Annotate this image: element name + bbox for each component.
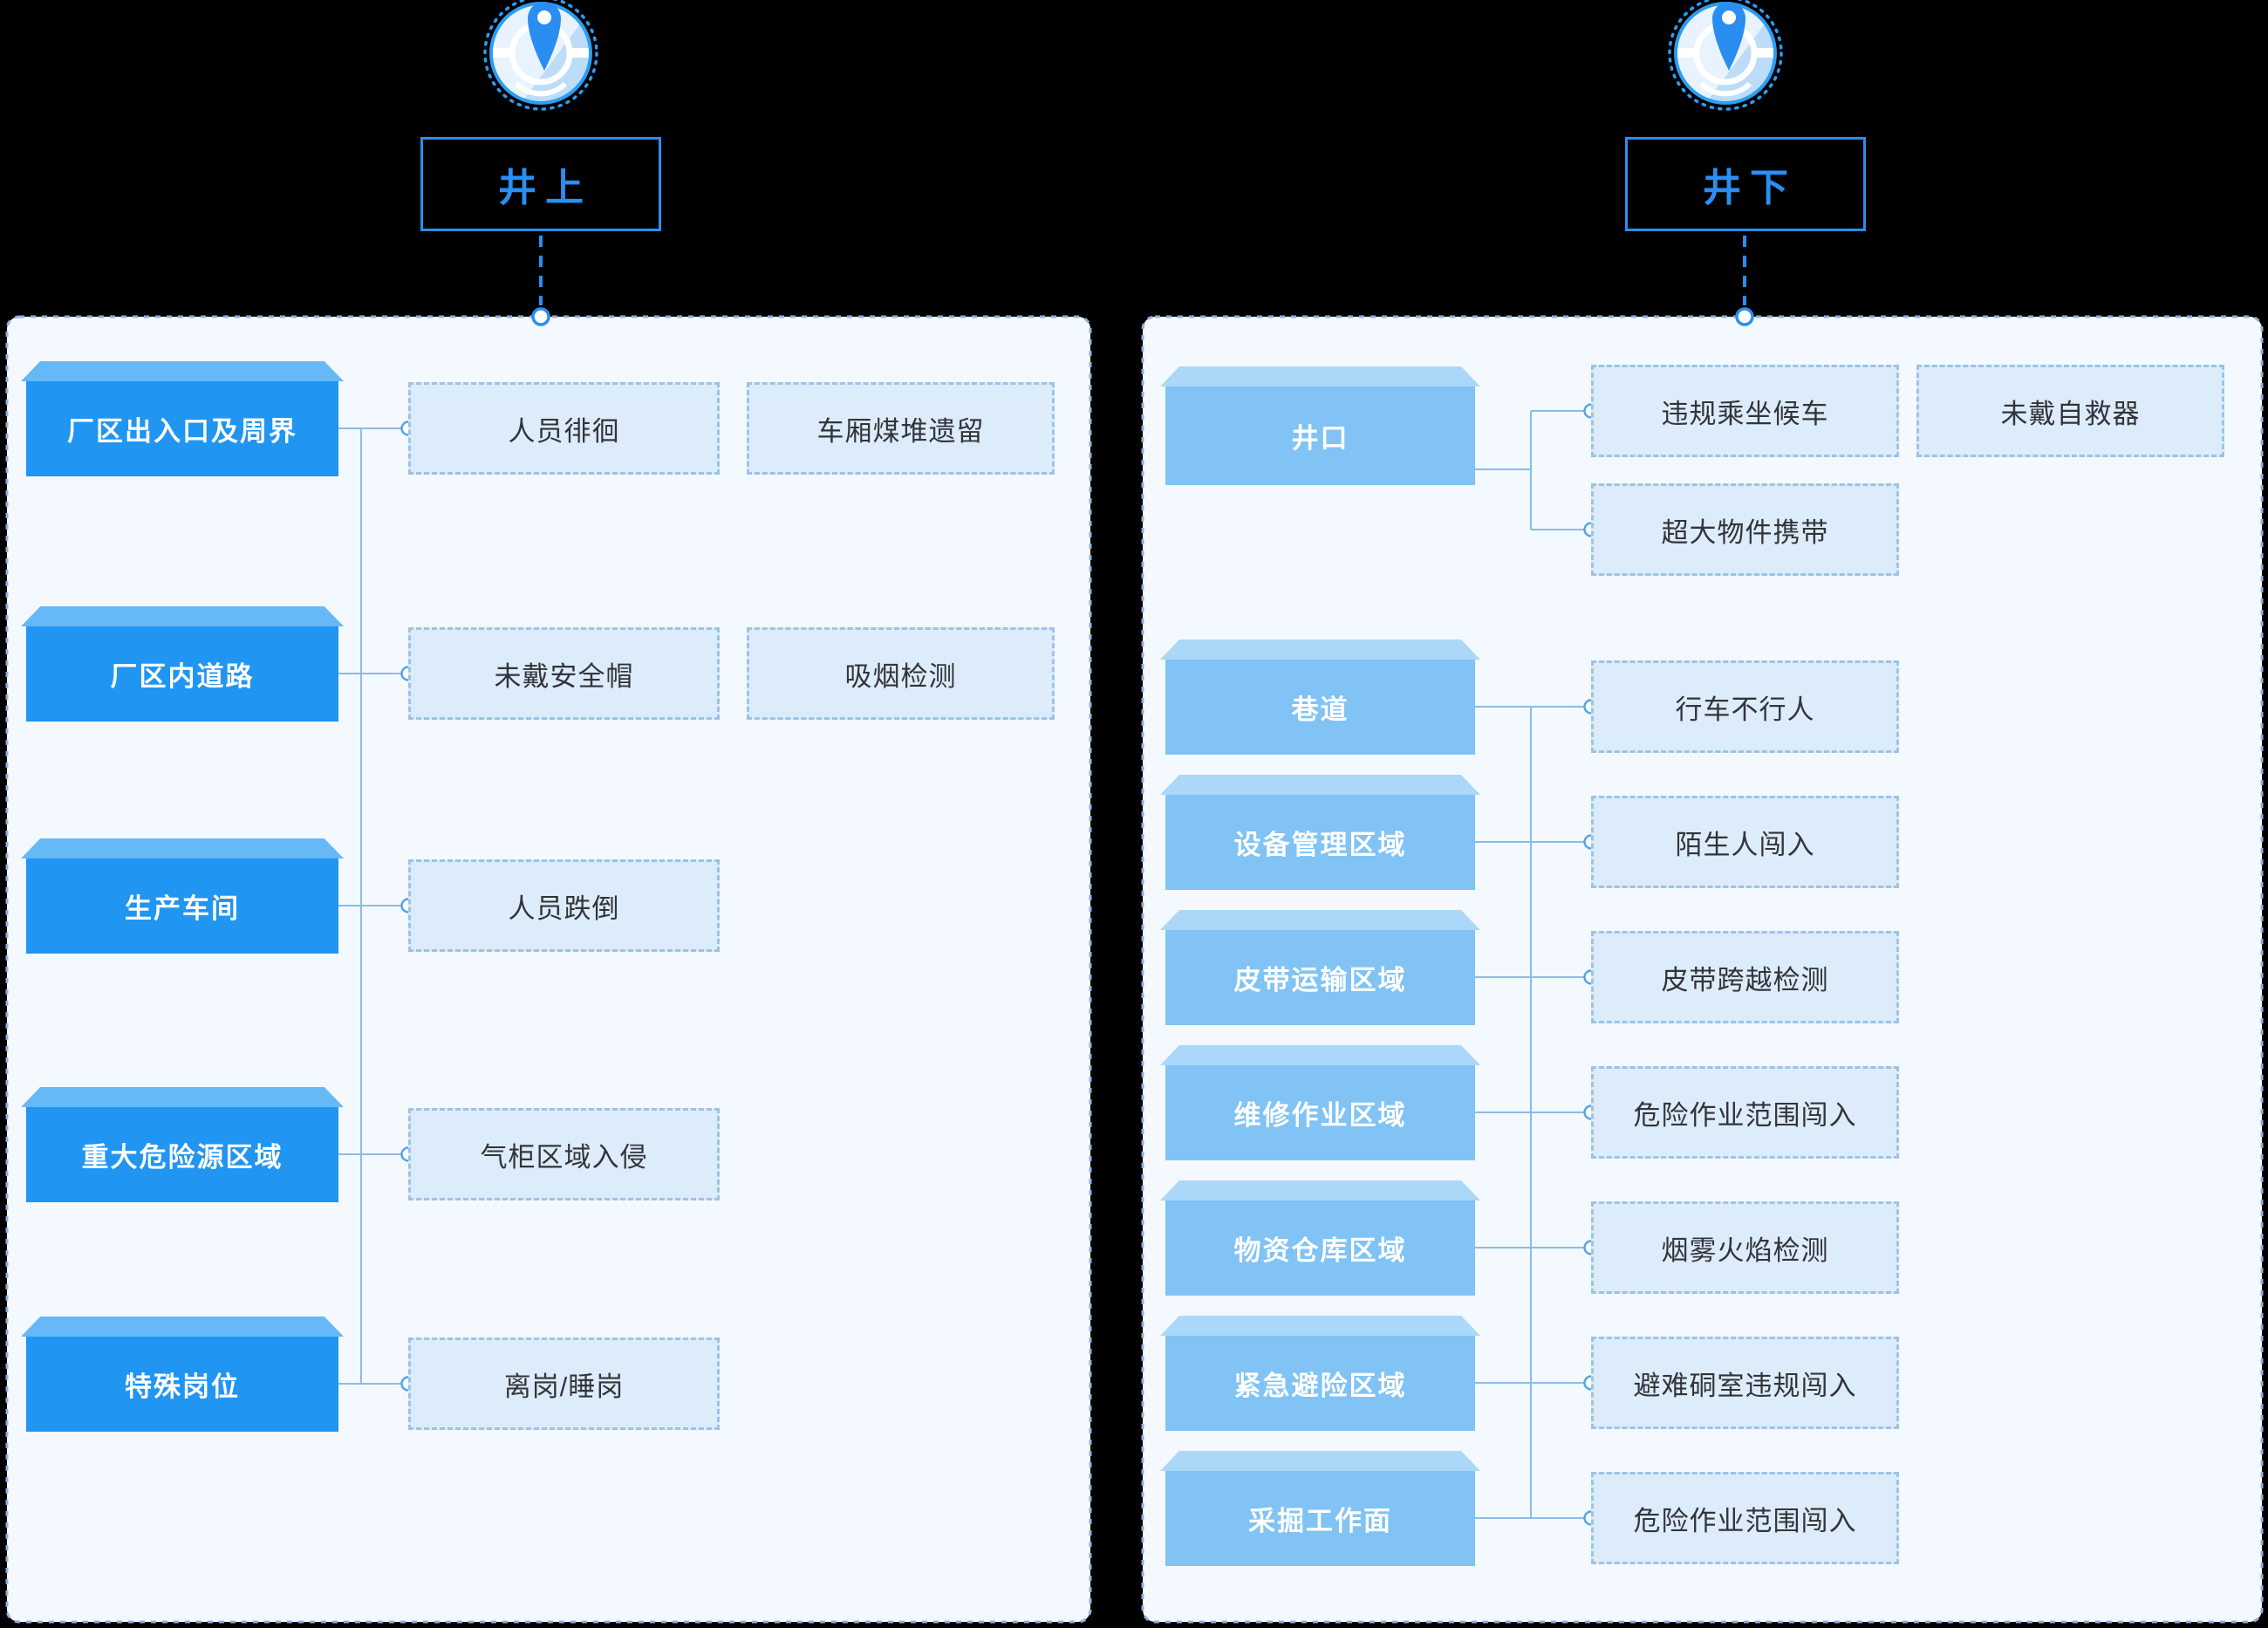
category-label: 维修作业区域 [1165, 1065, 1475, 1160]
category-label: 厂区内道路 [26, 626, 338, 722]
surface-connectors [338, 428, 401, 1385]
category-box-top [1160, 640, 1480, 660]
panel-junction-circle [531, 307, 1754, 326]
category-box-top [21, 838, 344, 858]
category-box-top [1160, 366, 1480, 386]
category-label: 厂区出入口及周界 [26, 381, 338, 476]
item-box: 气柜区域入侵 [408, 1108, 720, 1200]
category-box: 紧急避险区域 [1160, 1316, 1480, 1431]
category-label: 皮带运输区域 [1165, 930, 1475, 1025]
underground-connectors [1475, 410, 1584, 1519]
category-box: 采掘工作面 [1160, 1451, 1480, 1566]
map-pin-badge-icon [483, 0, 598, 111]
item-box: 车厢煤堆遗留 [747, 382, 1055, 475]
item-box: 吸烟检测 [747, 627, 1055, 720]
underground-title: 井下 [1625, 137, 1866, 231]
category-box-top [1160, 1045, 1480, 1065]
item-box: 皮带跨越检测 [1591, 931, 1899, 1023]
item-box: 避难硐室违规闯入 [1591, 1337, 1899, 1429]
category-label: 生产车间 [26, 858, 338, 954]
category-box-top [1160, 1451, 1480, 1471]
category-label: 特殊岗位 [26, 1337, 338, 1432]
item-box: 烟雾火焰检测 [1591, 1201, 1899, 1294]
category-label: 井口 [1165, 386, 1475, 485]
category-box-top [1160, 910, 1480, 930]
category-box: 物资仓库区域 [1160, 1180, 1480, 1296]
category-box-top [1160, 1180, 1480, 1200]
title-dotted-connector [539, 236, 1746, 305]
category-box: 特殊岗位 [21, 1317, 344, 1432]
category-box: 厂区内道路 [21, 606, 344, 722]
item-box: 未戴自救器 [1916, 365, 2224, 457]
item-box: 人员跌倒 [408, 859, 720, 952]
item-box: 未戴安全帽 [408, 627, 720, 720]
category-box: 生产车间 [21, 838, 344, 954]
category-box: 重大危险源区域 [21, 1087, 344, 1202]
item-box: 人员徘徊 [408, 382, 720, 475]
category-box: 设备管理区域 [1160, 775, 1480, 890]
category-box-top [21, 1317, 344, 1337]
category-box-top [1160, 775, 1480, 795]
category-box-top [21, 1087, 344, 1107]
category-label: 设备管理区域 [1165, 795, 1475, 890]
category-label: 重大危险源区域 [26, 1107, 338, 1202]
item-box: 离岗/睡岗 [408, 1337, 720, 1430]
item-box: 行车不行人 [1591, 660, 1899, 753]
category-box: 巷道 [1160, 640, 1480, 755]
category-box: 井口 [1160, 366, 1480, 485]
category-box-top [21, 606, 344, 626]
item-box: 危险作业范围闯入 [1591, 1472, 1899, 1564]
item-box: 陌生人闯入 [1591, 796, 1899, 888]
category-label: 物资仓库区域 [1165, 1200, 1475, 1296]
map-pin-badge-icon [1668, 0, 1783, 111]
category-box: 皮带运输区域 [1160, 910, 1480, 1025]
category-box: 维修作业区域 [1160, 1045, 1480, 1160]
item-box: 违规乘坐候车 [1591, 365, 1899, 457]
category-box-top [21, 361, 344, 381]
surface-title: 井上 [420, 137, 661, 231]
category-label: 采掘工作面 [1165, 1471, 1475, 1566]
category-label: 紧急避险区域 [1165, 1336, 1475, 1431]
category-label: 巷道 [1165, 660, 1475, 755]
category-box-top [1160, 1316, 1480, 1336]
item-box: 危险作业范围闯入 [1591, 1066, 1899, 1159]
item-box: 超大物件携带 [1591, 483, 1899, 576]
category-box: 厂区出入口及周界 [21, 361, 344, 476]
